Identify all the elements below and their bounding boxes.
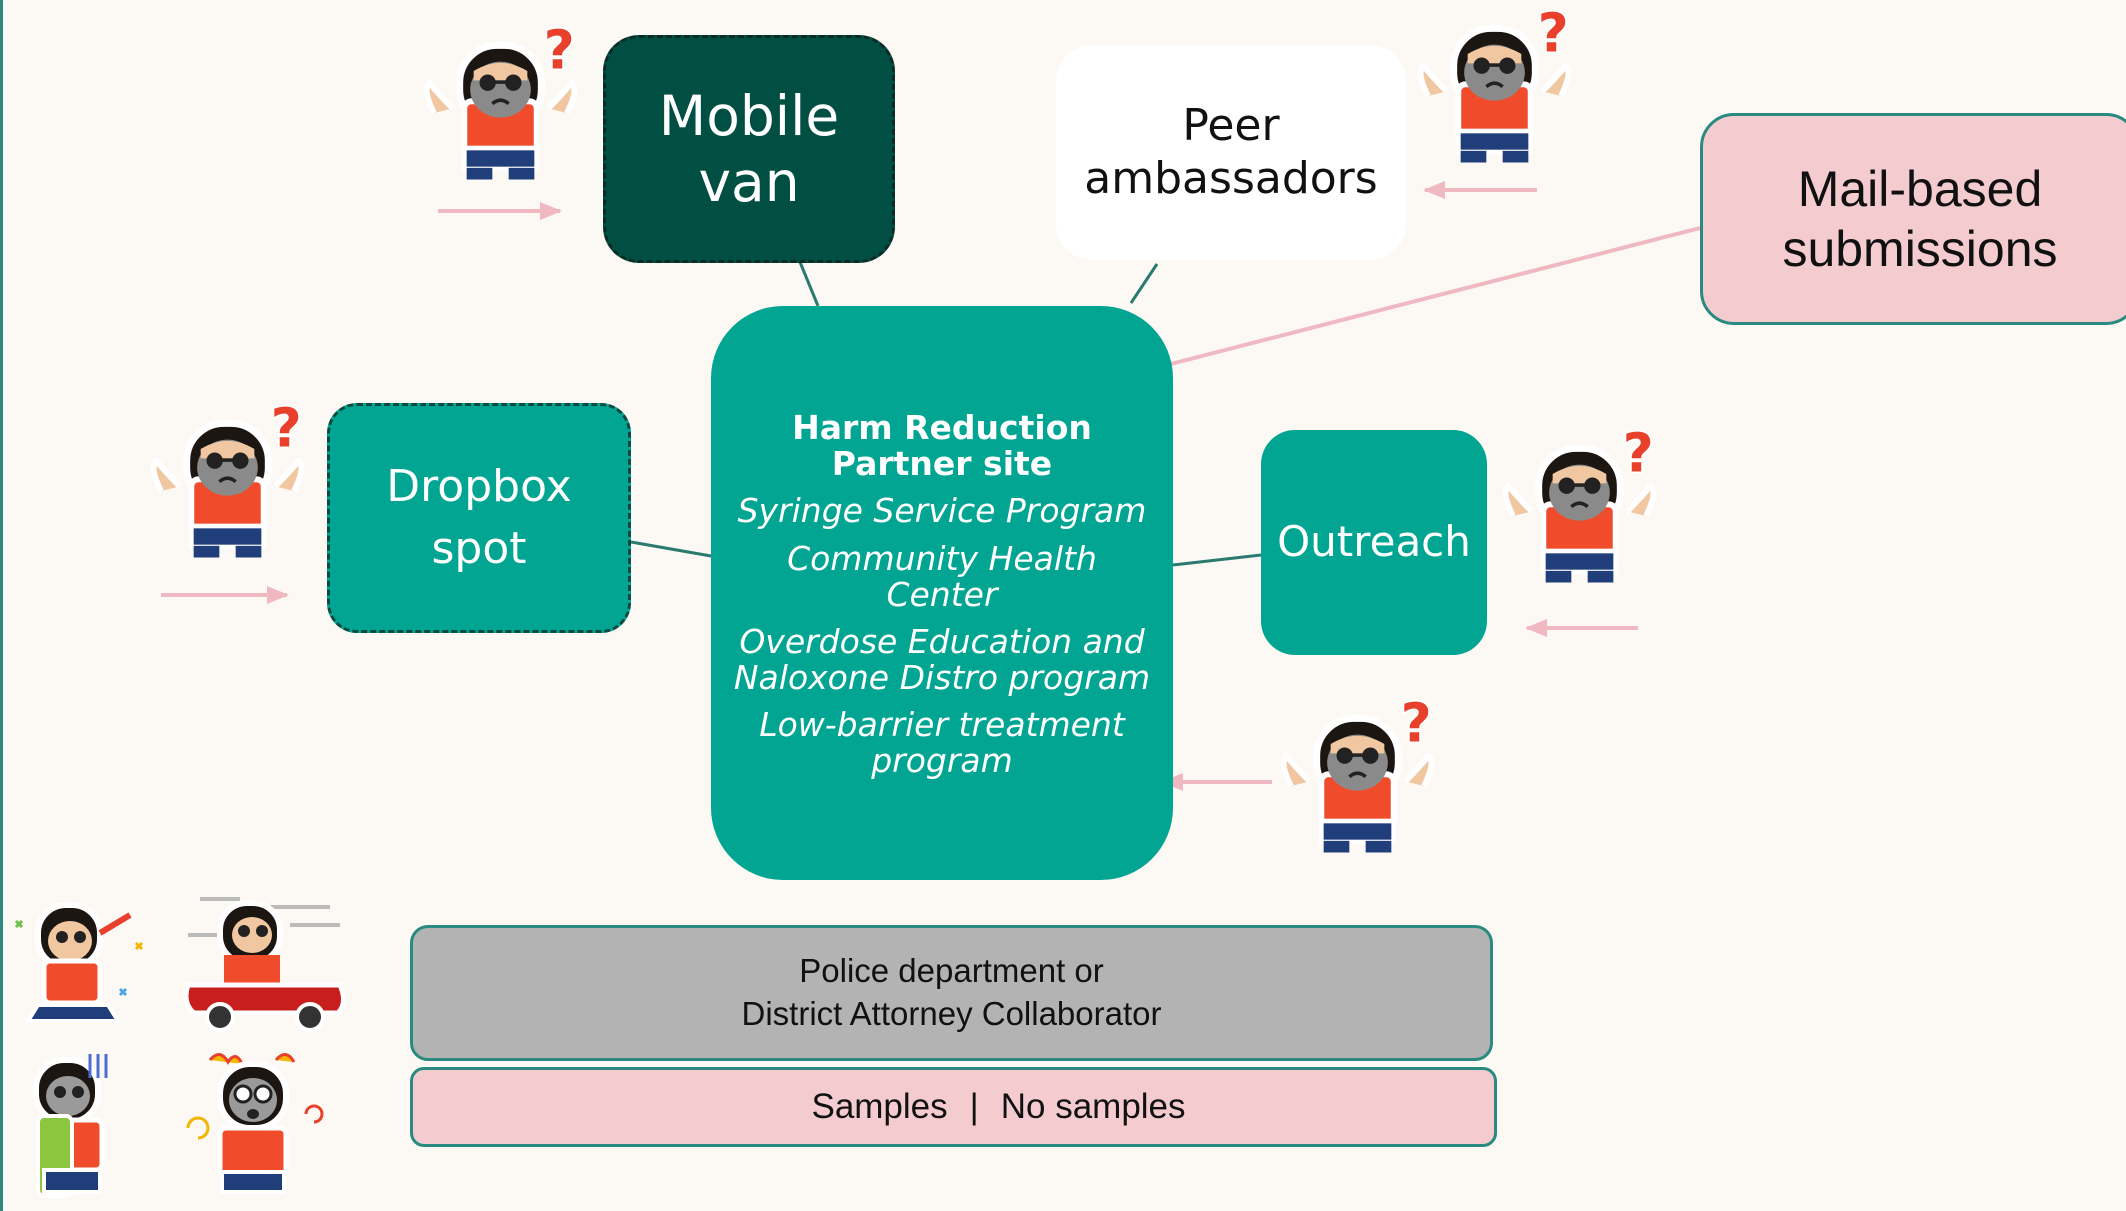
peer-ambassadors-node: Peer ambassadors bbox=[1056, 45, 1406, 260]
outreach-node: Outreach bbox=[1261, 430, 1487, 655]
svg-text:?: ? bbox=[271, 400, 302, 460]
svg-text:?: ? bbox=[544, 22, 575, 82]
hub-item-community-health: Community Health Center bbox=[787, 541, 1097, 612]
dropbox-label-line-2: spot bbox=[431, 523, 527, 574]
legend-no-samples-label: No samples bbox=[1000, 1087, 1186, 1126]
confused-person-with-question-mark-icon: ? bbox=[150, 400, 305, 558]
svg-text:?: ? bbox=[1538, 5, 1569, 65]
dropbox-spot-node: Dropbox spot bbox=[327, 403, 631, 633]
connector-peer-hub bbox=[1129, 263, 1159, 304]
hub-item-line: Overdose Education and bbox=[739, 622, 1145, 662]
hub-title-line-2: Partner site bbox=[831, 443, 1053, 483]
hub-item-line: Low-barrier treatment bbox=[759, 705, 1125, 745]
mail-based-submissions-node: Mail-based submissions bbox=[1700, 113, 2126, 325]
mail-based-label-line-1: Mail-based bbox=[1797, 161, 2043, 217]
connector-dropbox-hub bbox=[630, 540, 712, 558]
mobile-van-node: Mobile van bbox=[603, 35, 895, 263]
police-label-line-1: Police department or bbox=[799, 952, 1104, 990]
hub-item-overdose-education: Overdose Education and Naloxone Distro p… bbox=[734, 624, 1150, 695]
dizzy-person-icon bbox=[186, 1053, 324, 1194]
hub-title: Harm Reduction Partner site bbox=[792, 410, 1092, 481]
hub-item-line: Community Health bbox=[787, 538, 1097, 578]
svg-text:?: ? bbox=[1401, 695, 1432, 755]
sick-person-icon bbox=[33, 1054, 108, 1198]
mobile-van-label-line-1: Mobile bbox=[658, 84, 840, 148]
hub-item-line: Naloxone Distro program bbox=[733, 657, 1151, 697]
svg-text:?: ? bbox=[1623, 425, 1654, 485]
celebrating-person-icon bbox=[14, 902, 144, 1023]
peer-ambassadors-label-line-2: ambassadors bbox=[1084, 152, 1378, 204]
hub-item-line: Center bbox=[886, 574, 998, 614]
hub-item-low-barrier: Low-barrier treatment program bbox=[759, 707, 1125, 778]
confused-person-with-question-mark-icon: ? bbox=[423, 22, 578, 180]
harm-reduction-hub-node: Harm Reduction Partner site Syringe Serv… bbox=[711, 306, 1173, 880]
dropbox-label-line-1: Dropbox bbox=[386, 461, 572, 513]
mail-based-label-line-2: submissions bbox=[1782, 221, 2058, 277]
confused-person-with-question-mark-icon: ? bbox=[1280, 695, 1435, 853]
peer-ambassadors-label-line-1: Peer bbox=[1182, 99, 1280, 151]
legend-separator: | bbox=[969, 1087, 979, 1126]
confused-person-with-question-mark-icon: ? bbox=[1502, 425, 1657, 583]
outreach-label: Outreach bbox=[1277, 517, 1471, 567]
confused-person-with-question-mark-icon: ? bbox=[1417, 5, 1572, 163]
hub-item-line: program bbox=[871, 741, 1013, 780]
hub-item-line: Syringe Service Program bbox=[737, 491, 1147, 531]
connector-mail-hub bbox=[1162, 226, 1701, 368]
police-collaborator-box: Police department or District Attorney C… bbox=[410, 925, 1493, 1061]
person-driving-car-icon bbox=[183, 897, 346, 1032]
hub-item-syringe-service: Syringe Service Program bbox=[738, 493, 1147, 529]
connector-outreach-hub bbox=[1172, 553, 1262, 567]
connector-van-hub bbox=[798, 261, 820, 307]
legend-samples-label: Samples bbox=[811, 1087, 948, 1126]
samples-legend-box: Samples | No samples bbox=[410, 1067, 1497, 1147]
mobile-van-label-line-2: van bbox=[698, 150, 800, 214]
police-label-line-2: District Attorney Collaborator bbox=[741, 995, 1162, 1032]
left-edge-line bbox=[0, 0, 3, 1211]
hub-title-line-1: Harm Reduction bbox=[792, 408, 1092, 447]
